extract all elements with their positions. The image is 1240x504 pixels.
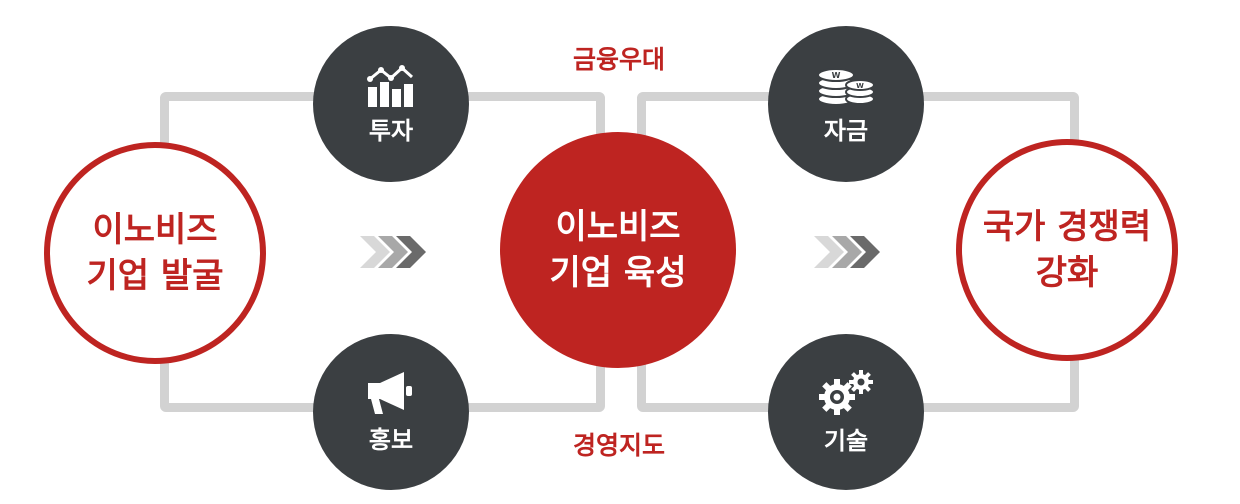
megaphone-icon (368, 371, 412, 414)
discovery-line-2: 기업 발굴 (86, 256, 224, 296)
right-chevron-arrow-icon (814, 236, 880, 268)
funding-node: W W 자금 (768, 26, 924, 182)
management-guidance-label: 경영지도 (572, 431, 665, 460)
technology-node: 기술 (768, 334, 924, 490)
competitiveness-circle: 국가 경쟁력 강화 (956, 139, 1178, 361)
financial-preference-label: 금융우대 (572, 45, 665, 74)
svg-text:W: W (832, 71, 841, 80)
coins-icon: W W (817, 67, 875, 106)
discovery-circle: 이노비즈 기업 발굴 (44, 142, 266, 364)
growth-line-2: 기업 육성 (549, 253, 687, 293)
gears-icon (819, 369, 873, 415)
promotion-label: 홍보 (368, 425, 414, 454)
svg-text:W: W (856, 82, 864, 90)
left-chevron-arrow-icon (360, 236, 426, 268)
investment-node: 투자 (313, 26, 469, 182)
funding-label: 자금 (823, 116, 869, 145)
investment-label: 투자 (368, 116, 414, 145)
competitiveness-line-1: 국가 경쟁력 (982, 207, 1152, 247)
technology-label: 기술 (823, 426, 869, 455)
competitiveness-line-2: 강화 (1035, 253, 1099, 293)
growth-line-1: 이노비즈 (555, 207, 681, 247)
discovery-line-1: 이노비즈 (92, 210, 218, 250)
promotion-node: 홍보 (313, 334, 469, 490)
growth-circle: 이노비즈 기업 육성 (500, 132, 736, 368)
chart-icon (367, 64, 414, 107)
